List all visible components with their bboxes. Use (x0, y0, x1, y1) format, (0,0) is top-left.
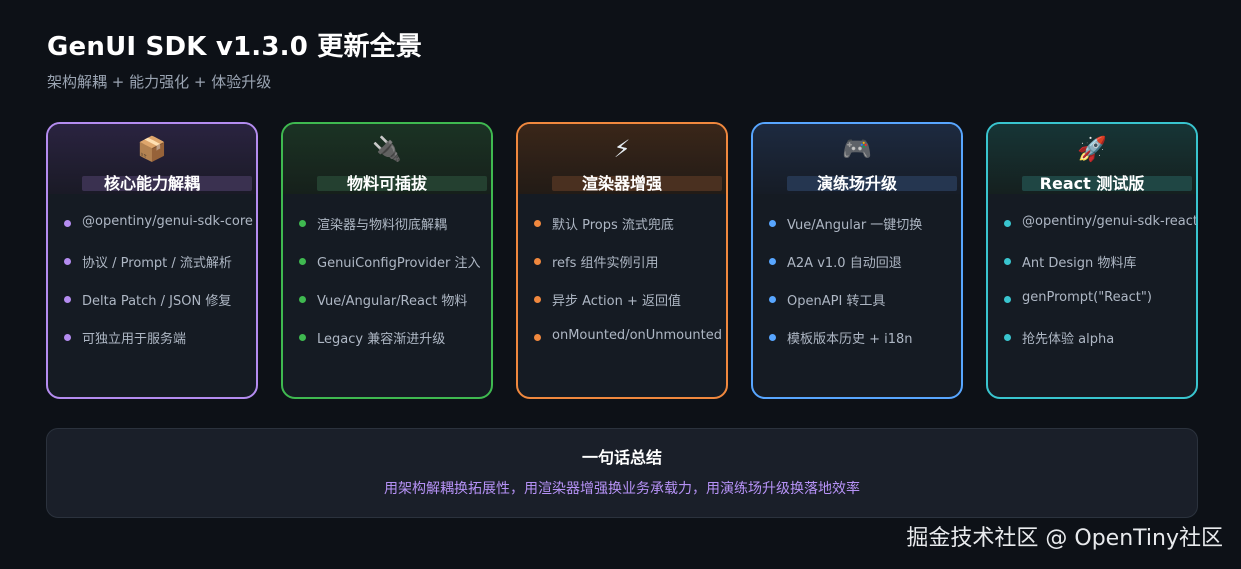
bullet-dot (1004, 258, 1011, 265)
card-playground-upgrade: 🎮 演练场升级 Vue/Angular 一键切换 A2A v1.0 自动回退 O… (751, 122, 963, 399)
card-header (988, 124, 1196, 194)
card-title: 演练场升级 (816, 174, 897, 193)
list-item: 可独立用于服务端 (62, 328, 250, 366)
package-icon: 📦 (137, 135, 167, 163)
card-title: 物料可插拔 (346, 174, 427, 193)
list-item-text: Delta Patch / JSON 修复 (82, 294, 232, 309)
bullet-dot (299, 258, 306, 265)
lightning-icon: ⚡ (613, 135, 631, 163)
list-item: Delta Patch / JSON 修复 (62, 290, 250, 328)
bullet-dot (534, 258, 541, 265)
rocket-icon: 🚀 (1077, 135, 1107, 163)
feature-cards: 📦 核心能力解耦 @opentiny/genui-sdk-core 协议 / P… (46, 122, 1198, 399)
list-item-text: 可独立用于服务端 (82, 332, 187, 347)
list-item: Vue/Angular 一键切换 (767, 214, 955, 252)
list-item: 异步 Action + 返回值 (532, 290, 720, 328)
list-item-text: 抢先体验 alpha (1022, 332, 1115, 347)
list-item-text: 协议 / Prompt / 流式解析 (82, 256, 232, 271)
list-item-text: Vue/Angular 一键切换 (787, 218, 923, 233)
card-core-decoupling: 📦 核心能力解耦 @opentiny/genui-sdk-core 协议 / P… (46, 122, 258, 399)
card-feature-list: @opentiny/genui-sdk-core 协议 / Prompt / 流… (62, 214, 253, 366)
card-header (753, 124, 961, 194)
page-title: GenUI SDK v1.3.0 更新全景 (47, 32, 423, 62)
card-react-beta: 🚀 React 测试版 @opentiny/genui-sdk-react An… (986, 122, 1198, 399)
list-item-text: 渲染器与物料彻底解耦 (317, 218, 448, 233)
bullet-dot (769, 258, 776, 265)
card-feature-list: 默认 Props 流式兜底 refs 组件实例引用 异步 Action + 返回… (532, 214, 722, 366)
bullet-dot (1004, 220, 1011, 227)
list-item-text: Ant Design 物料库 (1022, 256, 1137, 271)
card-feature-list: Vue/Angular 一键切换 A2A v1.0 自动回退 OpenAPI 转… (767, 214, 955, 366)
page-subtitle: 架构解耦 + 能力强化 + 体验升级 (47, 73, 272, 91)
card-header (518, 124, 726, 194)
bullet-dot (769, 334, 776, 341)
list-item: 模板版本历史 + i18n (767, 328, 955, 366)
list-item: OpenAPI 转工具 (767, 290, 955, 328)
plug-icon: 🔌 (372, 135, 402, 163)
card-feature-list: 渲染器与物料彻底解耦 GenuiConfigProvider 注入 Vue/An… (297, 214, 485, 366)
card-header (48, 124, 256, 194)
list-item-text: OpenAPI 转工具 (787, 294, 886, 309)
list-item-text: onMounted/onUnmounted (552, 328, 722, 343)
bullet-dot (534, 334, 541, 341)
bullet-dot (534, 220, 541, 227)
bullet-dot (299, 220, 306, 227)
list-item-text: 模板版本历史 + i18n (787, 332, 913, 347)
bullet-dot (64, 258, 71, 265)
list-item-text: @opentiny/genui-sdk-core (82, 214, 253, 229)
card-title: 渲染器增强 (581, 174, 662, 193)
card-title: React 测试版 (1039, 174, 1145, 193)
list-item: refs 组件实例引用 (532, 252, 720, 290)
bullet-dot (64, 296, 71, 303)
list-item: 抢先体验 alpha (1002, 328, 1190, 366)
list-item: GenuiConfigProvider 注入 (297, 252, 485, 290)
summary-title: 一句话总结 (581, 448, 662, 467)
summary-panel: 一句话总结 用架构解耦换拓展性，用渲染器增强换业务承载力，用演练场升级换落地效率 (46, 428, 1198, 518)
card-feature-list: @opentiny/genui-sdk-react Ant Design 物料库… (1002, 214, 1196, 366)
list-item-text: 异步 Action + 返回值 (552, 294, 682, 309)
bullet-dot (769, 296, 776, 303)
bullet-dot (1004, 334, 1011, 341)
list-item: genPrompt("React") (1002, 290, 1190, 328)
card-title: 核心能力解耦 (103, 174, 200, 193)
card-header (283, 124, 491, 194)
list-item-text: A2A v1.0 自动回退 (787, 256, 902, 271)
list-item-text: refs 组件实例引用 (552, 256, 659, 271)
card-renderer-enhancement: ⚡ 渲染器增强 默认 Props 流式兜底 refs 组件实例引用 异步 Act… (516, 122, 728, 399)
bullet-dot (299, 296, 306, 303)
bullet-dot (64, 220, 71, 227)
bullet-dot (64, 334, 71, 341)
bullet-dot (1004, 296, 1011, 303)
list-item: onMounted/onUnmounted (532, 328, 722, 366)
list-item: @opentiny/genui-sdk-react (1002, 214, 1196, 252)
bullet-dot (534, 296, 541, 303)
card-pluggable-materials: 🔌 物料可插拔 渲染器与物料彻底解耦 GenuiConfigProvider 注… (281, 122, 493, 399)
list-item-text: 默认 Props 流式兜底 (552, 218, 674, 233)
list-item: 渲染器与物料彻底解耦 (297, 214, 485, 252)
list-item: Vue/Angular/React 物料 (297, 290, 485, 328)
list-item-text: Vue/Angular/React 物料 (317, 294, 468, 309)
list-item: @opentiny/genui-sdk-core (62, 214, 253, 252)
list-item-text: GenuiConfigProvider 注入 (317, 256, 481, 271)
list-item-text: @opentiny/genui-sdk-react (1022, 214, 1198, 229)
list-item-text: genPrompt("React") (1022, 290, 1152, 305)
bullet-dot (769, 220, 776, 227)
summary-text: 用架构解耦换拓展性，用渲染器增强换业务承载力，用演练场升级换落地效率 (384, 481, 860, 497)
bullet-dot (299, 334, 306, 341)
list-item: Ant Design 物料库 (1002, 252, 1190, 290)
watermark: 掘金技术社区 @ OpenTiny社区 (906, 526, 1223, 551)
list-item: A2A v1.0 自动回退 (767, 252, 955, 290)
list-item-text: Legacy 兼容渐进升级 (317, 332, 446, 347)
list-item: Legacy 兼容渐进升级 (297, 328, 485, 366)
list-item: 默认 Props 流式兜底 (532, 214, 720, 252)
list-item: 协议 / Prompt / 流式解析 (62, 252, 250, 290)
gamepad-icon: 🎮 (842, 135, 872, 163)
